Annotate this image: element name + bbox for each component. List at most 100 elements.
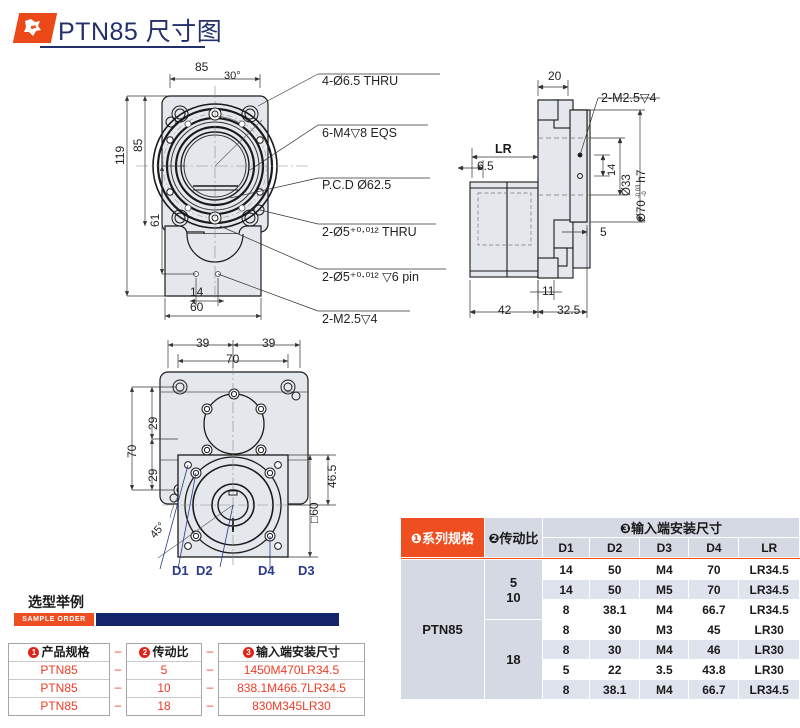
dim-rear-top-39-left: 39 [196,336,210,350]
dim-side-lr: LR [495,142,512,156]
cell-lr-r2: LR34.5 [738,579,800,600]
spec-header-d1: D1 [541,537,591,558]
callout-2-dia5-pin: 2-Ø5⁺⁰⋅⁰¹² ▽6 pin [322,270,419,284]
spec-header-series: ❶系列规格 [400,517,485,558]
cell-d2-r4: 30 [589,619,641,640]
dim-side-32p5: 32.5 [557,303,581,317]
dim-front-angle-30: 30° [224,70,241,82]
spec-table-separator [400,557,800,560]
dim-front-left-119: 119 [113,145,127,165]
sample-order-product-row-3: PTN85 [40,699,78,713]
cell-d4-r1: 70 [688,559,740,580]
cell-lr-r6: LR30 [738,659,800,680]
callout-6-m4-eqs: 6-M4▽8 EQS [322,126,397,140]
sample-order-ratio-row-1: 5 [127,662,201,680]
cell-d4-r2: 70 [688,579,740,600]
dim-front-left-61: 61 [148,213,162,227]
cell-d2-r3: 38.1 [589,599,641,620]
cell-d2-r2: 50 [589,579,641,600]
cell-d4-r4: 45 [688,619,740,640]
spec-header-lr: LR [738,537,800,558]
spec-header-ratio: ❷传动比 [483,517,543,558]
spec-header-d2: D2 [589,537,641,558]
dim-front-left-85: 85 [131,138,145,152]
dim-side-dia70-fit: h7 [636,169,649,183]
dim-side-11: 11 [542,284,555,298]
leader-label-d4: D4 [258,563,275,578]
leader-label-d1: D1 [172,563,189,578]
badge-3-icon: 3 [242,647,254,658]
dim-rear-top-70: 70 [226,352,240,366]
sample-order-title: 选型举例 [28,594,84,610]
leader-label-d2: D2 [196,563,213,578]
callout-side-2-m2p5: 2-M2.5▽4 [601,91,657,105]
table-row: 8 38.1 M4 66.7 LR34.5 [401,679,800,700]
cell-d2-r5: 30 [589,639,641,660]
sample-order-ratio-row-3: 18 [157,699,171,713]
spec-ratio-group-1-label-b: 10 [506,589,521,605]
dim-rear-46p5: 46.5 [325,464,339,488]
callout-2-dia5-thru: 2-Ø5⁺⁰⋅⁰¹² THRU [322,225,417,239]
cell-d4-r5: 46 [688,639,740,660]
sample-order-product-row-1: PTN85 [9,662,109,680]
sample-order-sep-2: – – – – [202,643,218,716]
callout-pcd: P.C.D Ø62.5 [322,178,392,192]
table-row: 8 38.1 M4 66.7 LR34.5 [401,599,800,620]
cell-d3-r5: M4 [639,639,690,660]
dim-rear-left-29-top: 29 [146,416,160,430]
spec-ratio-group-2: 18 [483,619,543,700]
drawing-front-view [110,58,450,323]
cell-d1-r4: 8 [541,619,591,640]
dim-side-14: 14 [606,163,618,176]
dim-front-bottom-14: 14 [190,285,204,299]
sample-order-input-row-3: 830M345LR30 [252,699,331,713]
cell-d1-r6: 5 [541,659,591,680]
sample-order-col-product-header-label: 产品规格 [41,645,90,659]
cell-d4-r7: 66.7 [688,679,740,700]
drawing-rear-view [110,332,410,582]
sample-order-col-ratio-header-label: 传动比 [152,645,189,659]
sep-row-3-2: – [206,698,214,712]
dim-front-top-85: 85 [195,60,209,74]
cell-d3-r1: M4 [639,559,690,580]
sep-row-1-2: – [206,662,214,676]
badge-1-icon: 1 [28,647,40,658]
sample-order-badge-text: SAMPLE ORDER [22,616,86,623]
sample-order-sep-1: – – – – [110,643,126,716]
spec-table-header-row-1: ❶系列规格 ❷传动比 ❸输入端安装尺寸 [400,517,800,558]
dim-side-dia70-value: Ø70 [636,200,649,222]
cell-d3-r4: M3 [639,619,690,640]
cell-d4-r3: 66.7 [688,599,740,620]
dim-rear-sq60: □60 [307,502,321,523]
sample-order-input-row-2: 838.1M466.7LR34.5 [219,680,364,698]
spec-ratio-group-1: 5 10 [483,559,543,620]
cell-lr-r3: LR34.5 [738,599,800,620]
cell-d3-r3: M4 [639,599,690,620]
spec-ratio-group-1-label-a: 5 [509,574,518,590]
callout-4-dia6p5-thru: 4-Ø6.5 THRU [322,74,399,88]
cell-d1-r1: 14 [541,559,591,580]
cell-d3-r2: M5 [639,579,690,600]
dim-side-dia33: Ø33 [621,174,633,196]
sep-row-3-1: – [114,698,122,712]
sep-row-2-1: – [114,680,122,694]
dim-front-bottom-60: 60 [190,300,204,314]
cell-d1-r3: 8 [541,599,591,620]
sample-order-product-row-2: PTN85 [9,680,109,698]
sep-head-1: – [114,644,122,658]
cell-d3-r7: M4 [639,679,690,700]
dim-rear-left-29-bottom: 29 [146,468,160,482]
cell-lr-r1: LR34.5 [738,559,800,580]
spec-header-d3: D3 [639,537,690,558]
sample-order-col-input-header-label: 输入端安装尺寸 [255,645,340,659]
spec-table-header-row-2: D1 D2 D3 D4 LR [401,537,800,558]
table-row: PTN85 5 10 14 50 M4 70 LR34.5 [400,559,800,700]
cell-d2-r6: 22 [589,659,641,680]
sep-head-2: – [206,644,214,658]
drawing-side-view [450,60,780,330]
